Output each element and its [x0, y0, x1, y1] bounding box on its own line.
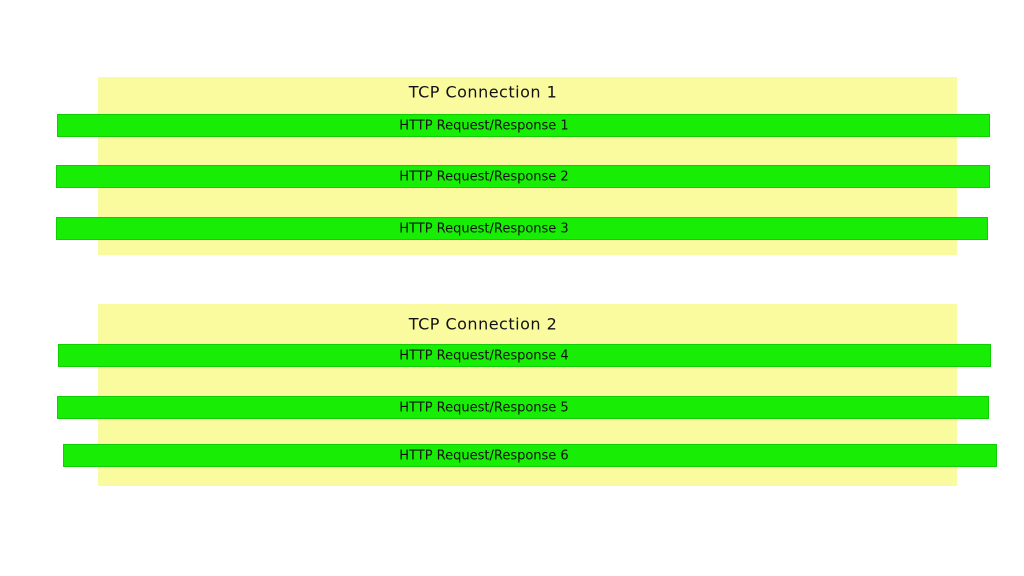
http-bar-3-label: HTTP Request/Response 3 [399, 221, 569, 236]
http-request-response-bar-3: HTTP Request/Response 3 [56, 217, 988, 240]
http-request-response-bar-2: HTTP Request/Response 2 [56, 165, 990, 188]
http-request-response-bar-5: HTTP Request/Response 5 [57, 396, 989, 419]
tcp-connection-2-title: TCP Connection 2 [408, 314, 558, 334]
http-request-response-bar-6: HTTP Request/Response 6 [63, 444, 997, 467]
tcp-connection-1-title: TCP Connection 1 [408, 82, 558, 102]
http-bar-5-label: HTTP Request/Response 5 [399, 400, 569, 415]
http-request-response-bar-4: HTTP Request/Response 4 [58, 344, 991, 367]
http-request-response-bar-1: HTTP Request/Response 1 [57, 114, 990, 137]
http-bar-2-label: HTTP Request/Response 2 [399, 169, 569, 184]
http-bar-1-label: HTTP Request/Response 1 [399, 118, 569, 133]
http-bar-4-label: HTTP Request/Response 4 [399, 348, 569, 363]
http-bar-6-label: HTTP Request/Response 6 [399, 448, 569, 463]
